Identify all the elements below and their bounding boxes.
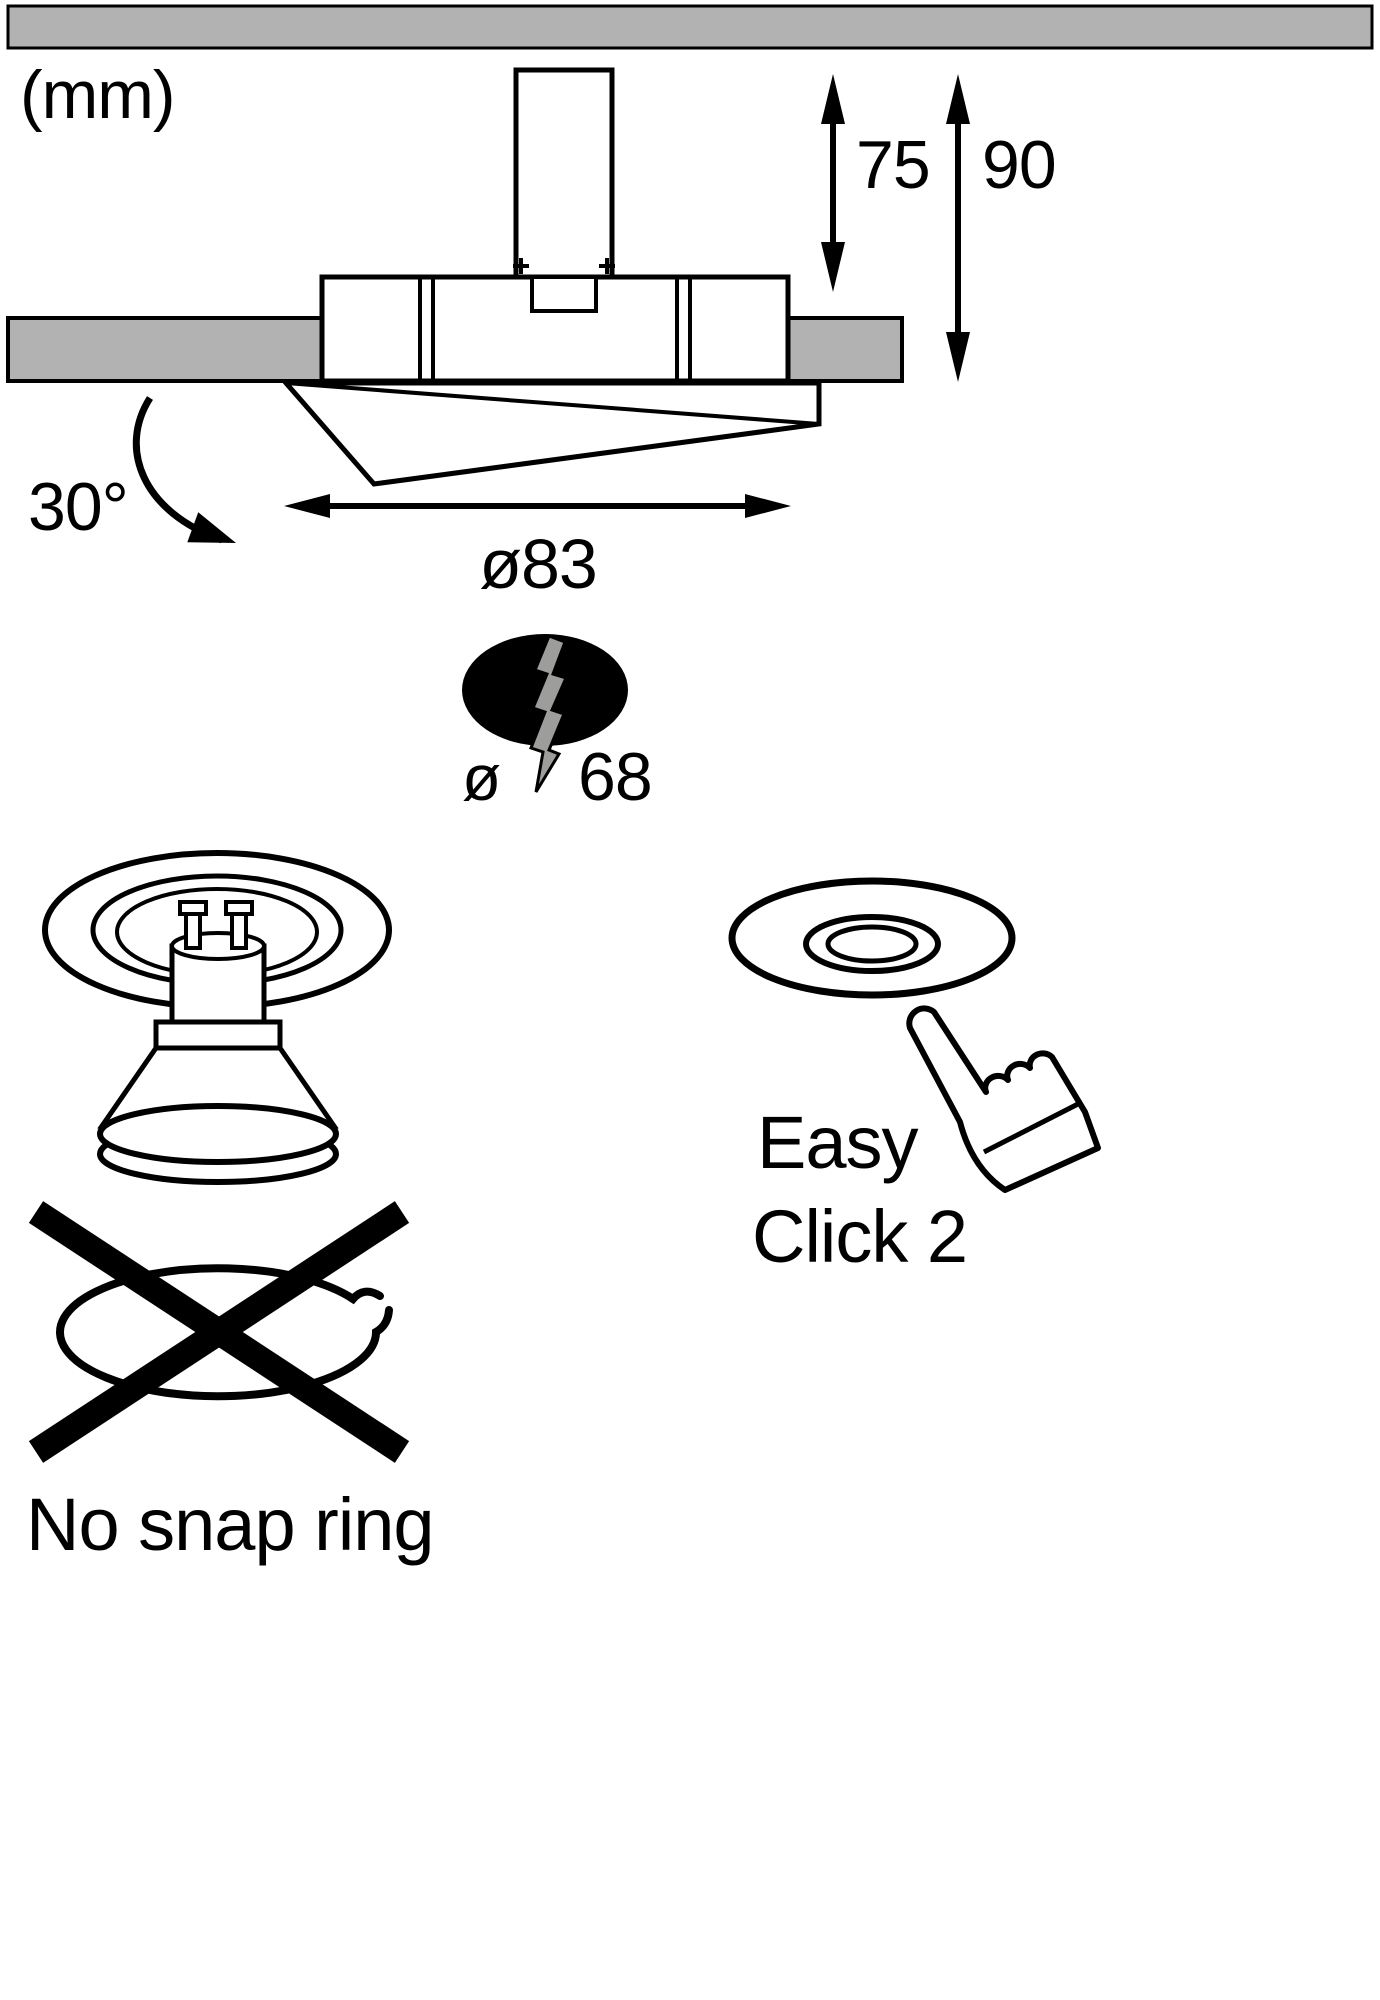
ceiling-cut-right: [786, 316, 904, 383]
easy-click-section: Easy Click 2: [728, 877, 1101, 1278]
unit-label: (mm): [20, 57, 175, 133]
lightning-bolt-icon: [529, 634, 569, 793]
ceiling-slab-bar: [6, 4, 1374, 50]
terminal-screw-left-icon: [513, 258, 529, 274]
arrowhead-up-icon: [821, 74, 845, 124]
fixture-stem-base: [530, 275, 598, 313]
no-snap-ring-section: No snap ring: [26, 1201, 435, 1566]
tilt-angle-label: 30°: [28, 469, 128, 545]
gu10-pins: [178, 900, 254, 950]
ceiling-cut-left: [6, 316, 324, 383]
dimension-75: 75: [821, 74, 931, 292]
hand-cuff-line: [982, 1101, 1080, 1155]
cross-out-icon: [28, 1201, 410, 1463]
easy-click-label-line2: Click 2: [752, 1195, 967, 1278]
fixture-stem: [513, 67, 615, 280]
dimension-90-label: 90: [982, 127, 1056, 203]
lamp-flange: [153, 1019, 283, 1051]
dimension-90: 90: [946, 74, 1057, 382]
cutout-hole-symbol: ø 68: [462, 634, 653, 815]
arrowhead-left-icon: [284, 494, 330, 518]
lamp-rim-top: [97, 1103, 339, 1165]
dimension-75-label: 75: [856, 127, 930, 203]
terminal-screw-right-icon: [599, 258, 615, 274]
arrowhead-right-icon: [745, 494, 791, 518]
arrowhead-up-icon: [946, 74, 970, 124]
diameter-83-label: ø83: [479, 525, 597, 603]
arrowhead-icon: [187, 512, 236, 543]
arrowhead-down-icon: [946, 332, 970, 382]
housing-spring-clips: [418, 277, 692, 381]
easy-click-ring-hole: [825, 924, 919, 964]
gu10-lamp-icon: [42, 850, 392, 1185]
tilt-arc-arrow: [132, 396, 224, 544]
tilt-angle-dimension: 30°: [28, 396, 236, 545]
fixture-cross-section: [6, 67, 904, 487]
cutout-diameter-symbol: ø: [462, 742, 500, 814]
tilted-trim-ring: [280, 380, 822, 487]
easy-click-label-line1: Easy: [757, 1101, 919, 1184]
arrowhead-down-icon: [821, 242, 845, 292]
hand-icon: [906, 1005, 1101, 1193]
cutout-diameter-label: 68: [578, 739, 652, 815]
diameter-83-dimension: ø83: [284, 494, 791, 603]
no-snap-ring-label: No snap ring: [26, 1483, 434, 1566]
